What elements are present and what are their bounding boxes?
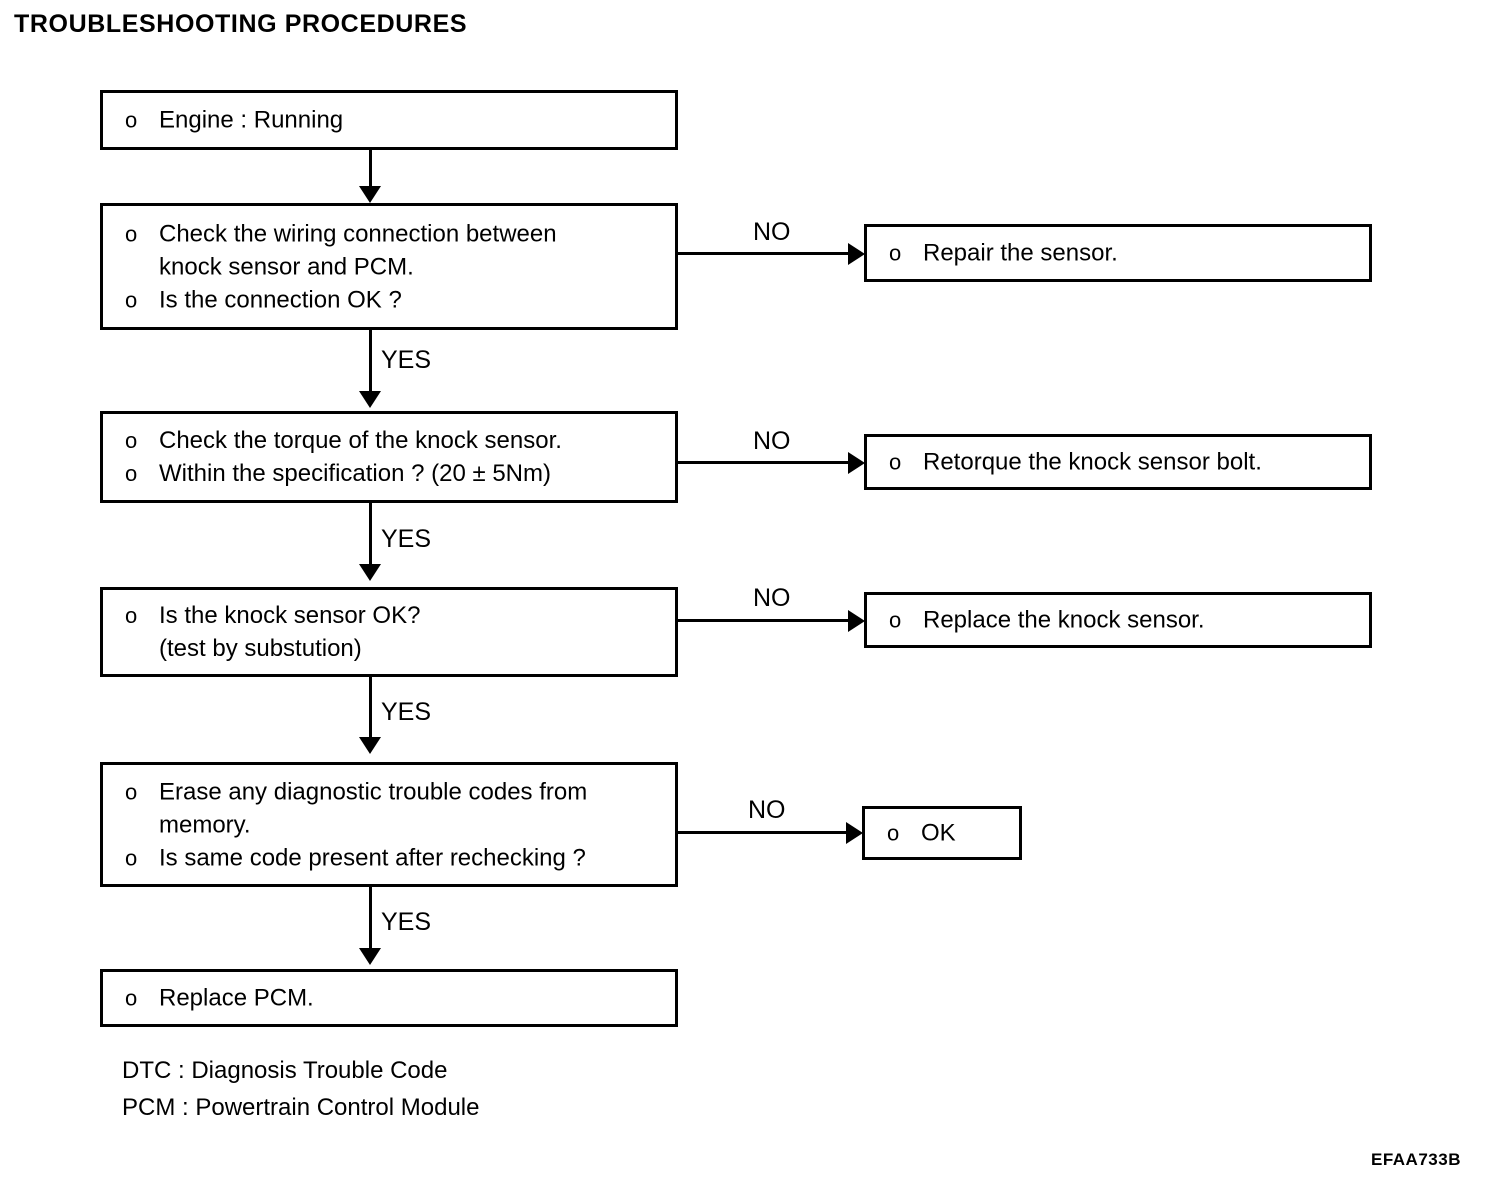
bullet-icon: o xyxy=(125,778,138,804)
legend-dtc: DTC : Diagnosis Trouble Code xyxy=(122,1057,448,1084)
flow-box-ok: o OK xyxy=(862,806,1022,860)
box-line: o Check the wiring connection between xyxy=(125,217,667,250)
branch-arrow-no-3 xyxy=(848,610,865,632)
box-line: o Is the connection OK ? xyxy=(125,283,667,316)
flow-box-replace-pcm: o Replace PCM. xyxy=(100,969,678,1027)
box-line: o Erase any diagnostic trouble codes fro… xyxy=(125,775,667,808)
bullet-icon: o xyxy=(889,607,902,633)
connector-line-yes-4 xyxy=(369,887,372,950)
branch-label-yes-1: YES xyxy=(381,346,432,374)
branch-label-yes-2: YES xyxy=(381,525,432,553)
figure-code: EFAA733B xyxy=(1371,1150,1461,1169)
box-line: o Retorque the knock sensor bolt. xyxy=(889,445,1361,478)
box-line: o Replace PCM. xyxy=(125,981,667,1014)
branch-line-no-2 xyxy=(678,461,858,464)
bullet-icon: o xyxy=(125,461,138,486)
box-line: o Repair the sensor. xyxy=(889,236,1361,269)
branch-label-no-1: NO xyxy=(753,218,791,246)
connector-arrow-yes-3 xyxy=(359,737,381,754)
box-line: o Is same code present after rechecking … xyxy=(125,841,667,874)
bullet-icon: o xyxy=(125,107,138,133)
branch-label-yes-4: YES xyxy=(381,908,432,936)
branch-label-no-2: NO xyxy=(753,427,791,455)
bullet-icon: o xyxy=(125,985,138,1011)
flow-box-check-torque: o Check the torque of the knock sensor. … xyxy=(100,411,678,503)
box-line: o OK xyxy=(887,816,1011,849)
branch-arrow-no-2 xyxy=(848,452,865,474)
flow-box-erase-codes: o Erase any diagnostic trouble codes fro… xyxy=(100,762,678,887)
branch-arrow-no-4 xyxy=(846,822,863,844)
branch-line-no-1 xyxy=(678,252,858,255)
flow-box-replace-sensor: o Replace the knock sensor. xyxy=(864,592,1372,648)
legend-pcm: PCM : Powertrain Control Module xyxy=(122,1094,480,1121)
box-line: o Engine : Running xyxy=(125,103,667,136)
box-line: o Within the specification ? (20 ± 5Nm) xyxy=(125,457,667,490)
connector-arrow-yes-1 xyxy=(359,391,381,408)
flow-box-engine-running: o Engine : Running xyxy=(100,90,678,150)
connector-arrow-yes-4 xyxy=(359,948,381,965)
flow-box-repair-sensor: o Repair the sensor. xyxy=(864,224,1372,282)
bullet-icon: o xyxy=(125,287,138,313)
bullet-icon: o xyxy=(889,449,902,475)
connector-line-1 xyxy=(369,150,372,188)
connector-arrow-1 xyxy=(359,186,381,203)
connector-arrow-yes-2 xyxy=(359,564,381,581)
bullet-icon: o xyxy=(125,427,138,453)
box-line-continuation: (test by substution) xyxy=(159,635,362,662)
bullet-icon: o xyxy=(125,845,138,871)
box-line: o Is the knock sensor OK? xyxy=(125,599,667,632)
branch-label-yes-3: YES xyxy=(381,698,432,726)
connector-line-yes-1 xyxy=(369,330,372,393)
bullet-icon: o xyxy=(125,602,138,628)
flow-box-check-wiring: o Check the wiring connection between kn… xyxy=(100,203,678,330)
bullet-icon: o xyxy=(887,820,900,846)
branch-arrow-no-1 xyxy=(848,243,865,265)
branch-line-no-3 xyxy=(678,619,858,622)
flow-box-sensor-ok: o Is the knock sensor OK? (test by subst… xyxy=(100,587,678,677)
box-line: o Check the torque of the knock sensor. xyxy=(125,424,667,457)
flow-box-retorque-bolt: o Retorque the knock sensor bolt. xyxy=(864,434,1372,490)
page-title: TROUBLESHOOTING PROCEDURES xyxy=(14,10,468,38)
branch-label-no-3: NO xyxy=(753,584,791,612)
branch-line-no-4 xyxy=(678,831,856,834)
box-line-continuation: knock sensor and PCM. xyxy=(159,252,414,280)
branch-label-no-4: NO xyxy=(748,796,786,824)
connector-line-yes-2 xyxy=(369,503,372,566)
box-line: o Replace the knock sensor. xyxy=(889,603,1361,636)
bullet-icon: o xyxy=(889,240,902,266)
connector-line-yes-3 xyxy=(369,677,372,739)
box-line-continuation: memory. xyxy=(159,810,251,838)
bullet-icon: o xyxy=(125,220,138,246)
